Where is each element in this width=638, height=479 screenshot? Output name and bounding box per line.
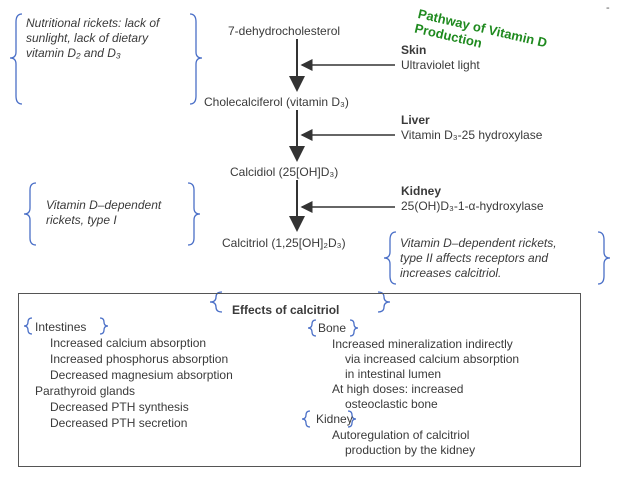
bone-heading: Bone (318, 321, 347, 335)
note-type2-line-2: type II affects receptors and (400, 251, 549, 265)
note-nutritional-line-1: Nutritional rickets: lack of (26, 16, 160, 30)
precursor-label: 7-dehydrocholesterol (228, 24, 341, 38)
bone-line: osteoclastic bone (345, 397, 438, 411)
skin-agent: Ultraviolet light (401, 58, 480, 72)
bracket-intestines-left (23, 317, 33, 335)
bracket-intestines-right (99, 317, 109, 335)
skin-heading: Skin (401, 43, 427, 57)
note-type1-line-2: rickets, type I (46, 213, 117, 227)
bracket-type1-right (187, 182, 201, 246)
note-nutritional-line-2: sunlight, lack of dietary (26, 31, 149, 45)
bracket-bone-right (349, 319, 359, 337)
calcitriol-label: Calcitriol (1,25[OH]₂D₃) (222, 236, 346, 250)
intestines-item: Increased calcium absorption (50, 336, 207, 350)
cholecalciferol-label: Cholecalciferol (vitamin D₃) (204, 95, 349, 109)
corner-mark: - (606, 2, 610, 14)
bracket-effects-left (209, 291, 223, 313)
bracket-type2-left (383, 231, 397, 285)
effects-title: Effects of calcitriol (232, 303, 340, 317)
note-type2-line-3: increases calcitriol. (400, 266, 502, 280)
note-type2-line-1: Vitamin D–dependent rickets, (400, 236, 557, 250)
bracket-type1-left (23, 182, 37, 246)
liver-heading: Liver (401, 113, 430, 127)
intestines-item: Decreased magnesium absorption (50, 368, 233, 382)
bracket-type2-right (597, 231, 611, 285)
kidney-agent: 25(OH)D₃-1-α-hydroxylase (401, 199, 544, 213)
bone-line: At high doses: increased (332, 382, 464, 396)
calcidiol-label: Calcidiol (25[OH]D₃) (230, 165, 339, 179)
bone-line: in intestinal lumen (345, 367, 442, 381)
parathyroid-item: Decreased PTH synthesis (50, 400, 189, 414)
kidney-effects-heading: Kidney (316, 412, 353, 426)
effects-box (18, 293, 581, 467)
bone-line: via increased calcium absorption (345, 352, 520, 366)
bracket-nutritional-left (9, 13, 23, 105)
note-type1-line-1: Vitamin D–dependent (46, 198, 162, 212)
note-nutritional-line-3: vitamin D₂ and D₃ (26, 46, 121, 60)
kidney-heading: Kidney (401, 184, 442, 198)
bracket-kidney-left (301, 410, 311, 428)
intestines-item: Increased phosphorus absorption (50, 352, 229, 366)
bracket-bone-left (307, 319, 317, 337)
bracket-effects-right (377, 291, 391, 313)
kidney-effects-line: Autoregulation of calcitriol (332, 428, 470, 442)
bracket-nutritional-right (189, 13, 203, 105)
bone-line: Increased mineralization indirectly (332, 337, 513, 351)
kidney-effects-line: production by the kidney (345, 443, 476, 457)
intestines-heading: Intestines (35, 320, 87, 334)
liver-agent: Vitamin D₃-25 hydroxylase (401, 128, 543, 142)
parathyroid-item: Decreased PTH secretion (50, 416, 188, 430)
parathyroid-heading: Parathyroid glands (35, 384, 136, 398)
bracket-kidney-right (347, 410, 357, 428)
